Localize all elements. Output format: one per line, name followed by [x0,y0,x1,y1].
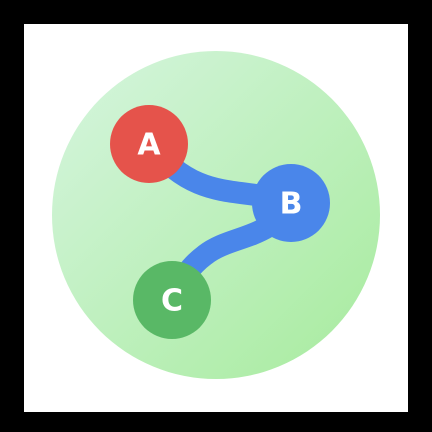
node-a-label: A [137,128,161,163]
icon-background-circle [52,51,380,379]
node-a: A [110,105,188,183]
node-b: B [252,164,330,242]
node-c: C [133,261,211,339]
node-b-label: B [280,187,303,222]
node-b-circle [252,164,330,242]
node-c-label: C [161,284,183,319]
node-a-circle [110,105,188,183]
node-c-circle [133,261,211,339]
